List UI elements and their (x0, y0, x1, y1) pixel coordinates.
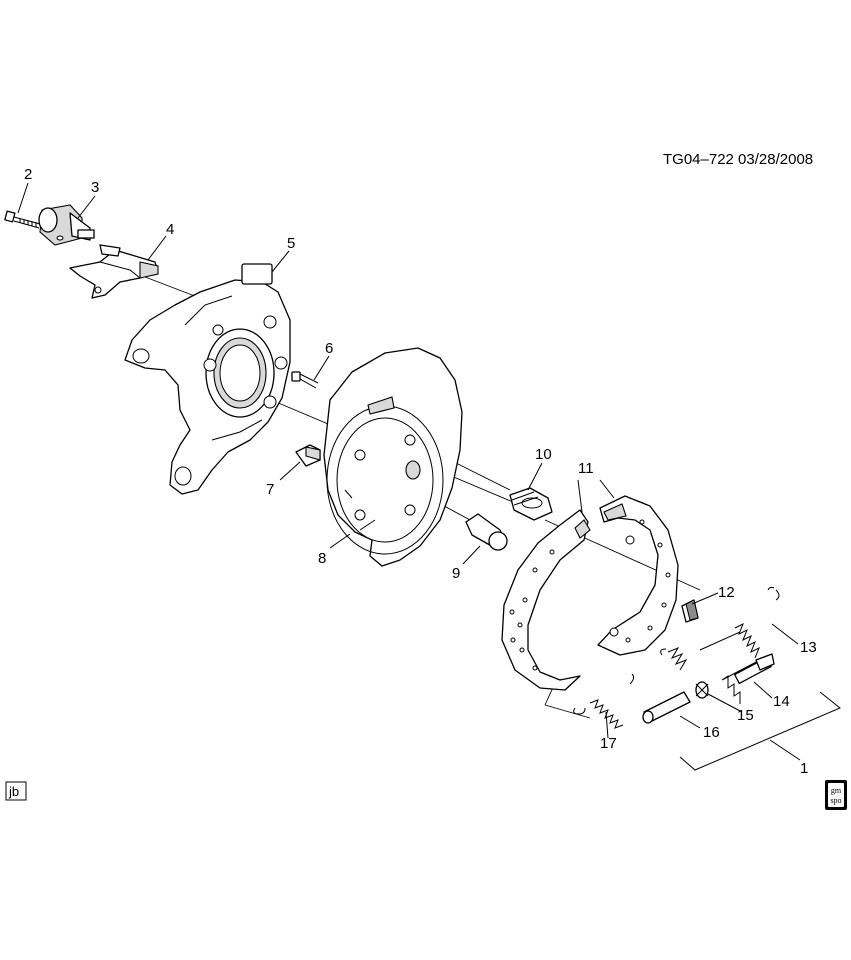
part-5-knuckle (124, 263, 291, 495)
callout-3: 3 (91, 179, 99, 196)
callout-13: 13 (800, 639, 817, 656)
callout-10: 10 (535, 446, 552, 463)
logo-line-2: spo (830, 796, 841, 805)
callout-11: 11 (578, 460, 594, 477)
callout-6: 6 (325, 340, 333, 357)
part-16-socket (642, 691, 691, 724)
part-11-brake-shoes (501, 495, 679, 691)
callout-9: 9 (452, 565, 460, 582)
part-14-adjuster (721, 653, 775, 704)
callout-5: 5 (287, 235, 295, 252)
part-15-star-wheel (695, 681, 709, 699)
part-9-plug (465, 513, 508, 551)
author-tag: jb (5, 781, 27, 801)
callout-4: 4 (166, 221, 174, 238)
part-4-lever (69, 244, 159, 299)
part-8-backing-plate (323, 347, 463, 567)
part-7-clip (295, 444, 321, 467)
callout-7: 7 (266, 481, 274, 498)
part-2-bolt (4, 210, 41, 229)
callout-16: 16 (703, 724, 720, 741)
callout-14: 14 (773, 693, 790, 710)
part-17-spring (573, 673, 635, 729)
figure-id-label: TG04–722 03/28/2008 (663, 151, 813, 168)
author-tag-text: jb (8, 784, 19, 799)
callout-2: 2 (24, 166, 32, 183)
callout-17: 17 (600, 735, 617, 752)
callout-12: 12 (718, 584, 735, 601)
shoe-rivets-right (625, 519, 671, 643)
callout-numbers: 1 2 3 4 5 6 7 8 9 10 11 12 13 14 15 16 1… (24, 166, 817, 777)
leader-lines (17, 182, 799, 739)
gm-spo-logo: gm spo (825, 780, 847, 810)
part-12-block (681, 599, 699, 623)
part-6-bolt (291, 371, 319, 389)
part-13-spring (660, 586, 780, 671)
callout-8: 8 (318, 550, 326, 567)
part-3-actuator (38, 204, 95, 246)
kit-bracket (679, 691, 841, 771)
shoe-rivets (509, 549, 555, 671)
logo-line-1: gm (831, 786, 842, 795)
callout-1: 1 (800, 760, 808, 777)
callout-15: 15 (737, 707, 754, 724)
part-10-boot (509, 487, 553, 521)
